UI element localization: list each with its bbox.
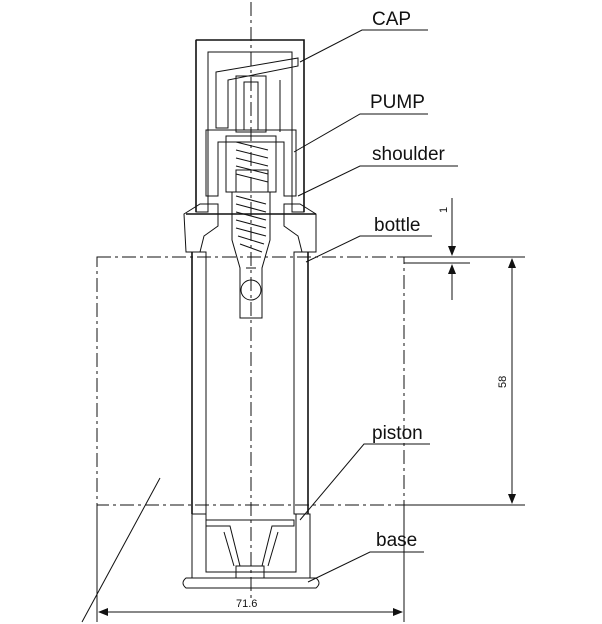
piston-label: piston bbox=[372, 423, 423, 444]
bottle bbox=[191, 251, 309, 515]
cap bbox=[195, 39, 305, 213]
dimension-width: 71.6 bbox=[98, 598, 403, 616]
cap-label: CAP bbox=[372, 9, 411, 30]
shoulder-label: shoulder bbox=[372, 144, 446, 165]
dimension-gap: 1 bbox=[438, 198, 456, 300]
height-dimension: 58 bbox=[497, 376, 509, 388]
piston bbox=[205, 519, 295, 567]
base bbox=[182, 513, 320, 589]
base-label: base bbox=[376, 530, 417, 551]
bottle-label: bottle bbox=[374, 215, 420, 236]
gap-dimension: 1 bbox=[438, 207, 450, 213]
dimension-height: 58 bbox=[497, 258, 516, 504]
pump-barrel bbox=[231, 192, 271, 319]
envelope-box bbox=[96, 256, 525, 622]
shoulder bbox=[183, 203, 317, 253]
pump-collar bbox=[205, 129, 297, 197]
pump-label: PUMP bbox=[370, 92, 425, 113]
leaders bbox=[81, 29, 458, 623]
width-dimension: 71.6 bbox=[236, 598, 257, 610]
